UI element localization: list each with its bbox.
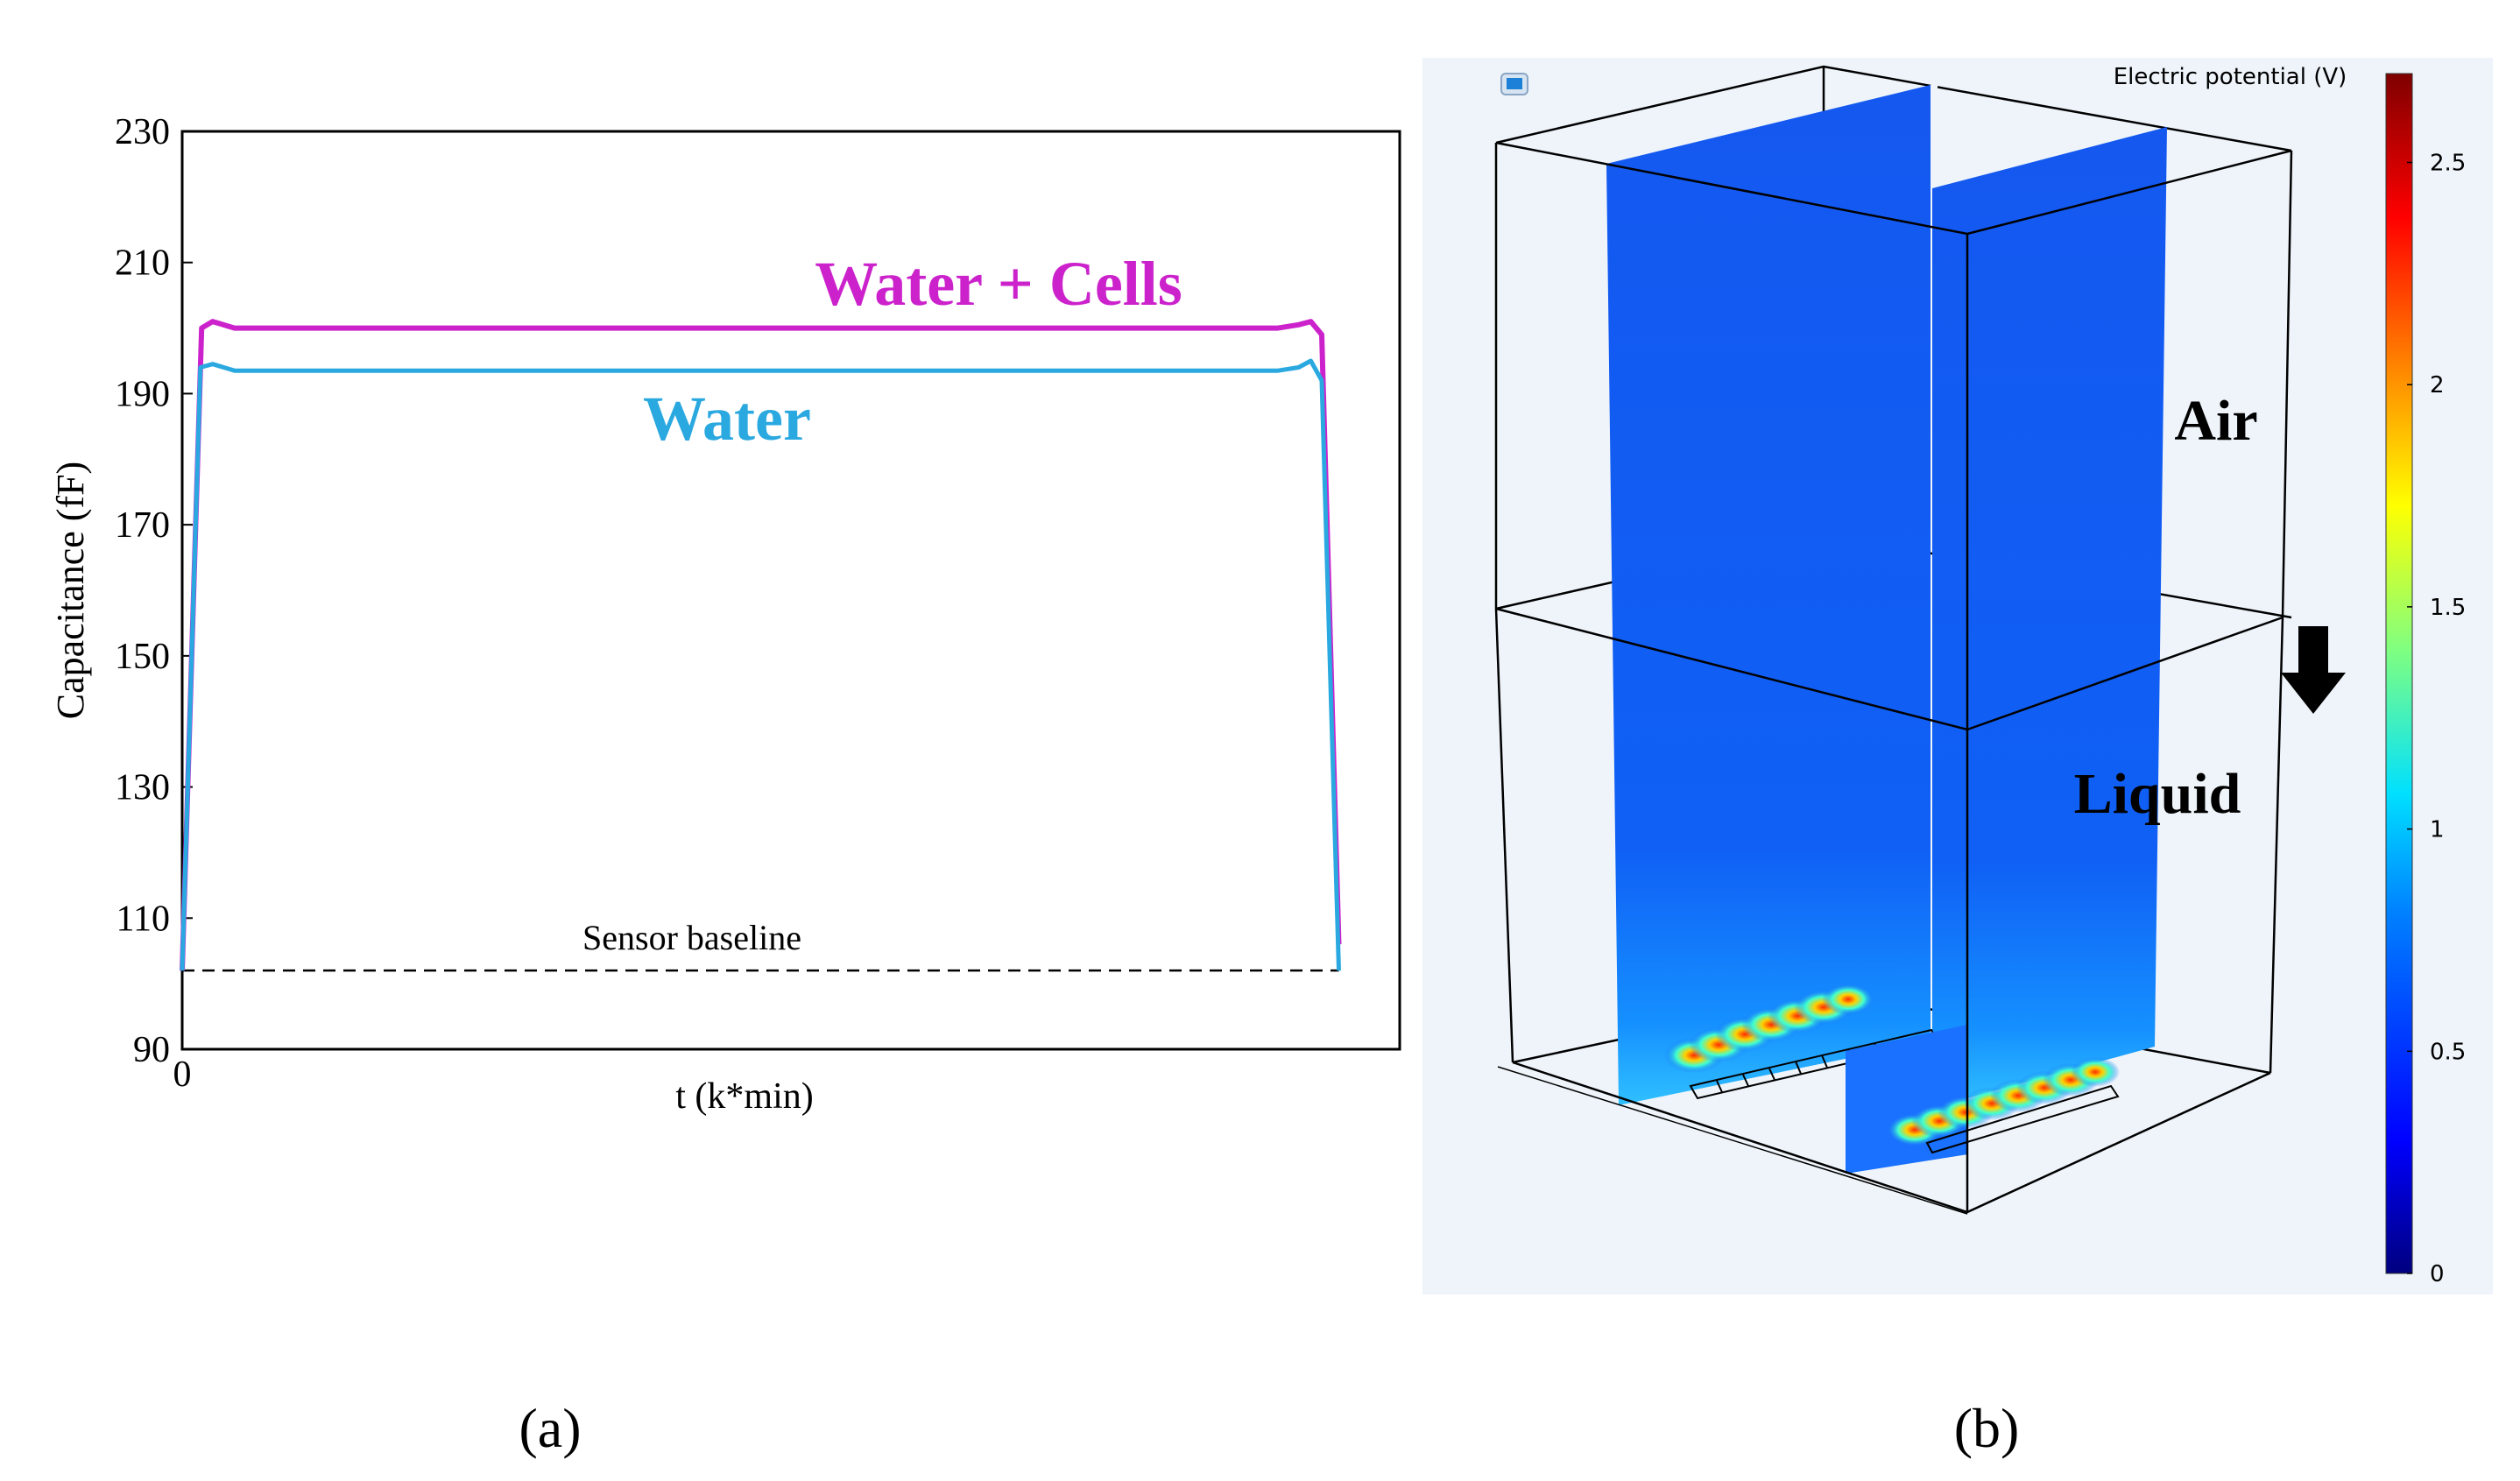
y-axis-ticks: 90 110 130 150 170 190 210 230 (115, 112, 193, 1070)
plot-frame (180, 130, 1401, 1051)
panel-label-a: (a) (519, 1397, 581, 1459)
colorbar-tick-label: 1.5 (2430, 595, 2466, 621)
x-axis-ticks: 0 (173, 1054, 192, 1095)
electrode-field-spots-front (1887, 1057, 2120, 1146)
panel-label-b: (b) (1954, 1397, 2020, 1459)
colorbar (2385, 73, 2413, 1274)
series-water-label: Water (643, 384, 811, 454)
y-tick-label: 110 (116, 899, 170, 939)
x-tick-label: 0 (173, 1054, 192, 1095)
y-tick-label: 130 (115, 768, 170, 808)
capacitance-chart: 90 110 130 150 170 190 210 230 0 t (k*min) Capa… (49, 112, 1401, 1117)
y-tick-label: 90 (133, 1030, 170, 1070)
y-tick-label: 150 (115, 637, 170, 677)
box-front-edges (1494, 141, 2293, 1215)
electrode-field-spots-back (1664, 984, 1874, 1073)
sensor-baseline-label: Sensor baseline (582, 918, 801, 957)
electric-potential-simulation: Air Liquid Electric potential (V) 0 0.5 1 1… (1494, 64, 2466, 1287)
region-label-liquid: Liquid (2074, 762, 2241, 826)
colorbar-tick-label: 0 (2430, 1261, 2445, 1287)
view-icon (1500, 73, 1528, 95)
series-water-line (180, 358, 1341, 971)
slice-plane-back (1606, 85, 1931, 1105)
colorbar-tick-label: 0.5 (2430, 1039, 2466, 1065)
colorbar-tick-label: 1 (2430, 817, 2445, 843)
y-tick-label: 210 (115, 243, 170, 284)
y-axis-label: Capacitance (fF) (49, 462, 92, 719)
y-tick-label: 190 (115, 374, 170, 414)
x-axis-label: t (k*min) (675, 1076, 813, 1117)
down-arrow-icon (2281, 626, 2346, 714)
series-water-cells-label: Water + Cells (815, 249, 1182, 319)
y-tick-label: 230 (115, 112, 170, 152)
slice-plane-right (1932, 127, 2167, 1108)
colorbar-title: Electric potential (V) (2114, 64, 2347, 90)
region-label-air: Air (2174, 389, 2257, 453)
electrode-comb-front (1925, 1084, 2120, 1154)
colorbar-tick-label: 2 (2430, 372, 2445, 398)
y-tick-label: 170 (115, 505, 170, 546)
notch-cutout (1931, 85, 1938, 187)
series-water-cells-line (180, 319, 1342, 971)
colorbar-ticks: 0 0.5 1 1.5 2 2.5 (2407, 150, 2466, 1287)
colorbar-tick-label: 2.5 (2430, 150, 2466, 176)
